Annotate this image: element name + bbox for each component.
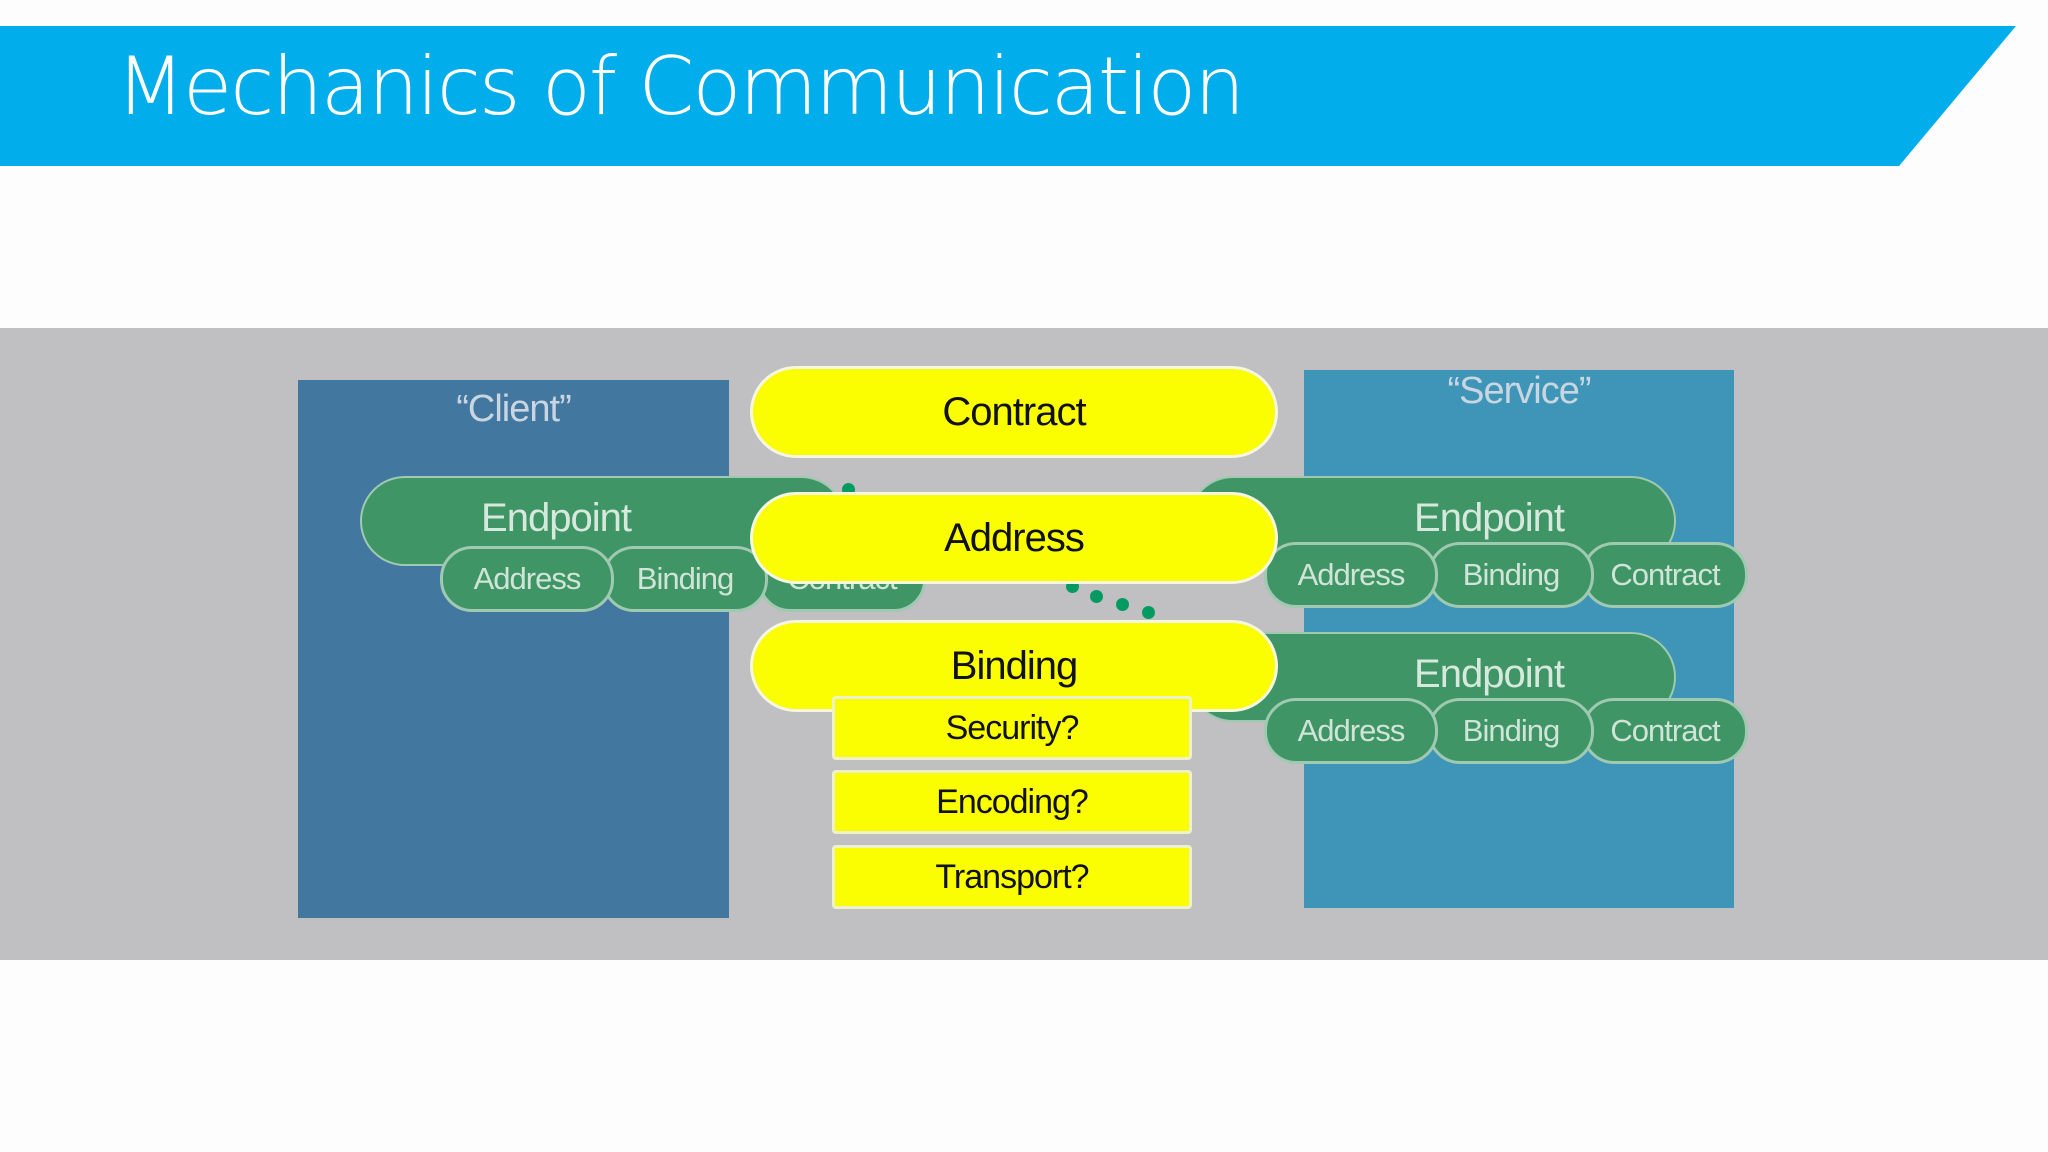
security-box: Security?: [832, 696, 1192, 760]
address-label: Address: [944, 515, 1085, 560]
client-address-label: Address: [473, 561, 582, 596]
service-2-contract-chip: Contract: [1582, 698, 1748, 764]
service-2-binding-label: Binding: [1462, 713, 1560, 748]
service-2-address-label: Address: [1297, 713, 1406, 748]
contract-label: Contract: [942, 389, 1086, 434]
binding-label: Binding: [950, 643, 1078, 688]
service-endpoint-2-label: Endpoint: [1414, 652, 1565, 696]
encoding-box: Encoding?: [832, 770, 1192, 834]
service-label: “Service”: [1447, 370, 1591, 412]
service-1-contract-chip: Contract: [1582, 542, 1748, 608]
service-1-binding-label: Binding: [1462, 557, 1560, 592]
address-pill: Address: [750, 492, 1278, 584]
service-2-contract-label: Contract: [1610, 713, 1720, 748]
service-1-binding-chip: Binding: [1428, 542, 1594, 608]
client-label: “Client”: [456, 388, 571, 430]
service-2-binding-chip: Binding: [1428, 698, 1594, 764]
transport-box: Transport?: [832, 845, 1192, 909]
service-1-address-chip: Address: [1264, 542, 1438, 608]
connector-dot: [1090, 590, 1103, 603]
service-1-address-label: Address: [1297, 557, 1406, 592]
transport-label: Transport?: [935, 857, 1089, 896]
page-title: Mechanics of Communication: [116, 40, 1245, 133]
client-panel: “Client”: [298, 380, 729, 918]
encoding-label: Encoding?: [936, 782, 1089, 821]
client-binding-chip: Binding: [602, 546, 768, 612]
contract-pill: Contract: [750, 366, 1278, 458]
service-1-contract-label: Contract: [1610, 557, 1720, 592]
service-endpoint-1-label: Endpoint: [1414, 496, 1565, 540]
security-label: Security?: [945, 708, 1080, 747]
connector-dot: [1116, 598, 1129, 611]
title-banner: [0, 26, 2016, 166]
connector-dot: [1142, 606, 1155, 619]
client-endpoint-label: Endpoint: [481, 496, 632, 540]
client-binding-label: Binding: [636, 561, 734, 596]
client-address-chip: Address: [440, 546, 614, 612]
diagram-area: “Client” Endpoint Contract Binding Addre…: [0, 328, 2048, 960]
service-2-address-chip: Address: [1264, 698, 1438, 764]
